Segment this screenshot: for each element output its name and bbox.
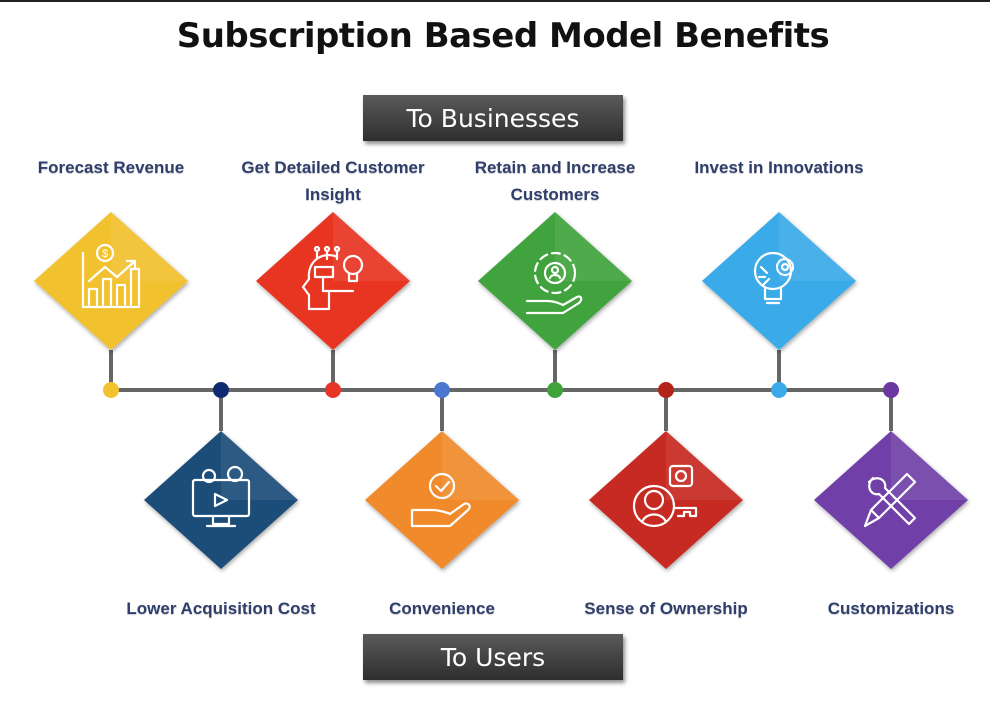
hand-check-icon [410,472,471,528]
benefit-label: Convenience [389,599,495,618]
timeline-dot [547,382,563,398]
page-title: Subscription Based Model Benefits [176,16,830,56]
benefit-label: Customizations [827,599,955,618]
benefit-lower-acquisition-cost [144,382,298,569]
customer-retention-icon [525,251,583,315]
timeline-dot [213,382,229,398]
diamond-shape [256,212,410,350]
banner-to-businesses: To Businesses [363,95,623,141]
diamond-shape [365,431,519,569]
diamond-shape [814,431,968,569]
benefit-get-detailed-customer-insight [256,212,410,398]
banner-to-users: To Users [363,634,623,680]
benefit-label: Forecast Revenue [37,158,185,177]
revenue-chart-icon: $ [81,243,141,309]
diamond-highlight [891,431,968,500]
diamond-highlight [555,212,632,281]
benefit-label: Sense of Ownership [584,599,748,618]
diamond-highlight [333,212,410,281]
diamond-highlight [111,212,188,281]
benefit-forecast-revenue: $ [34,212,188,398]
head-insight-icon [301,245,364,311]
svg-text:$: $ [102,248,108,260]
benefit-invest-in-innovations [702,212,856,398]
diamond-highlight [666,431,743,500]
benefit-convenience [365,382,519,569]
timeline-dot [325,382,341,398]
diamond-shape [702,212,856,350]
person-key-icon [632,464,698,528]
timeline-dot [771,382,787,398]
diamond-shape [144,431,298,569]
benefit-customizations [814,382,968,569]
benefit-label: Get Detailed Customer Insight [241,158,425,204]
benefit-label: Lower Acquisition Cost [126,599,316,618]
diamond-highlight [779,212,856,281]
benefit-sense-of-ownership [589,382,743,569]
diamond-shape [589,431,743,569]
benefit-retain-and-increase-customers [478,212,632,398]
computer-video-icon [191,465,251,528]
timeline-dot [103,382,119,398]
diamond-shape [478,212,632,350]
wrench-pencil-icon [863,472,917,528]
timeline-dot [434,382,450,398]
benefit-label: Retain and Increase Customers [474,158,636,204]
timeline-dot [883,382,899,398]
bulb-gear-icon [753,251,795,305]
timeline-dot [658,382,674,398]
diamond-highlight [442,431,519,500]
diamond-highlight [221,431,298,500]
benefit-label: Invest in Innovations [694,158,864,177]
